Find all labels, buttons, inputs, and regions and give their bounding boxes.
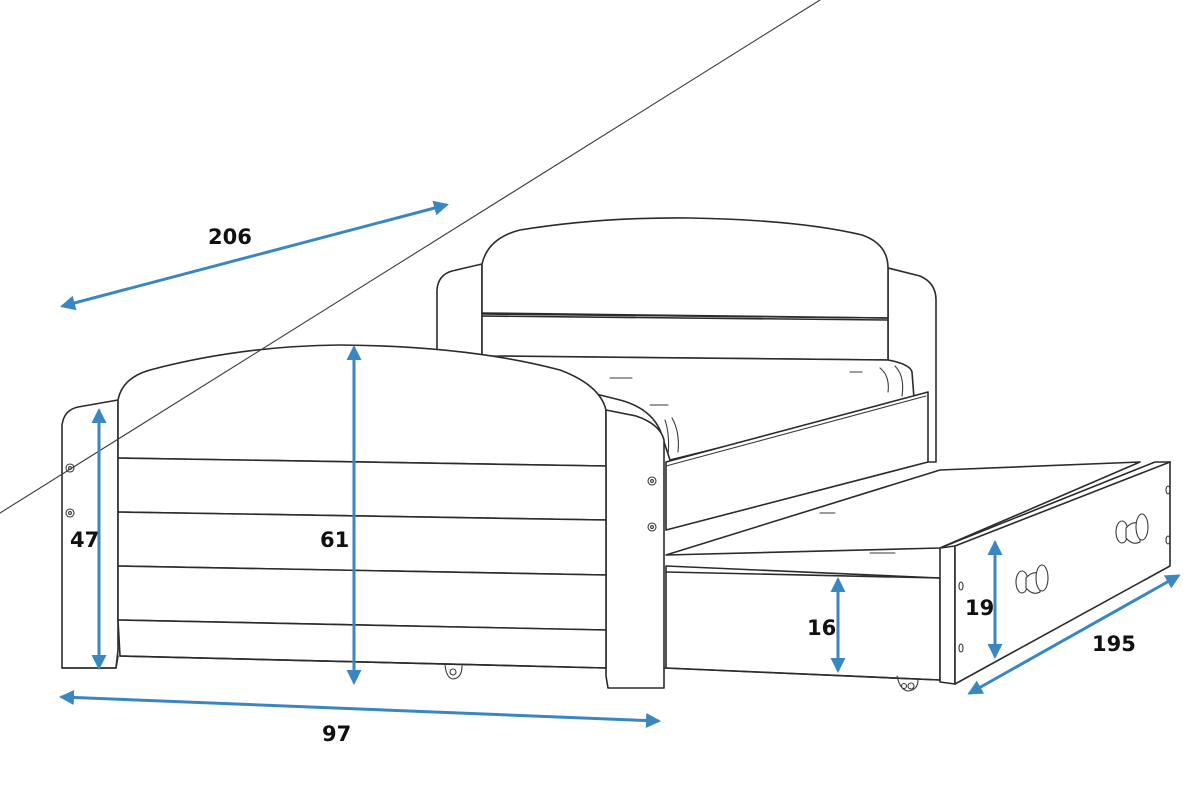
side-rail — [665, 391, 929, 531]
caster-left — [444, 663, 463, 680]
label-length: 206 — [208, 225, 252, 249]
label-trundle-clearance: 16 — [807, 616, 837, 640]
label-side-height: 47 — [70, 528, 100, 552]
label-trundle-length: 195 — [1092, 632, 1136, 656]
dimension-arrows — [59, 200, 1181, 729]
label-width: 97 — [322, 722, 352, 746]
drawer-knob-right — [1115, 513, 1149, 544]
label-drawer-height: 19 — [965, 596, 995, 620]
arrow-width-97 — [59, 689, 661, 729]
caster-right — [896, 675, 919, 692]
arrow-trundle-length-195 — [967, 574, 1181, 695]
front-footboard — [61, 344, 665, 689]
arrow-length-206 — [60, 200, 449, 311]
label-headboard-height: 61 — [320, 528, 350, 552]
